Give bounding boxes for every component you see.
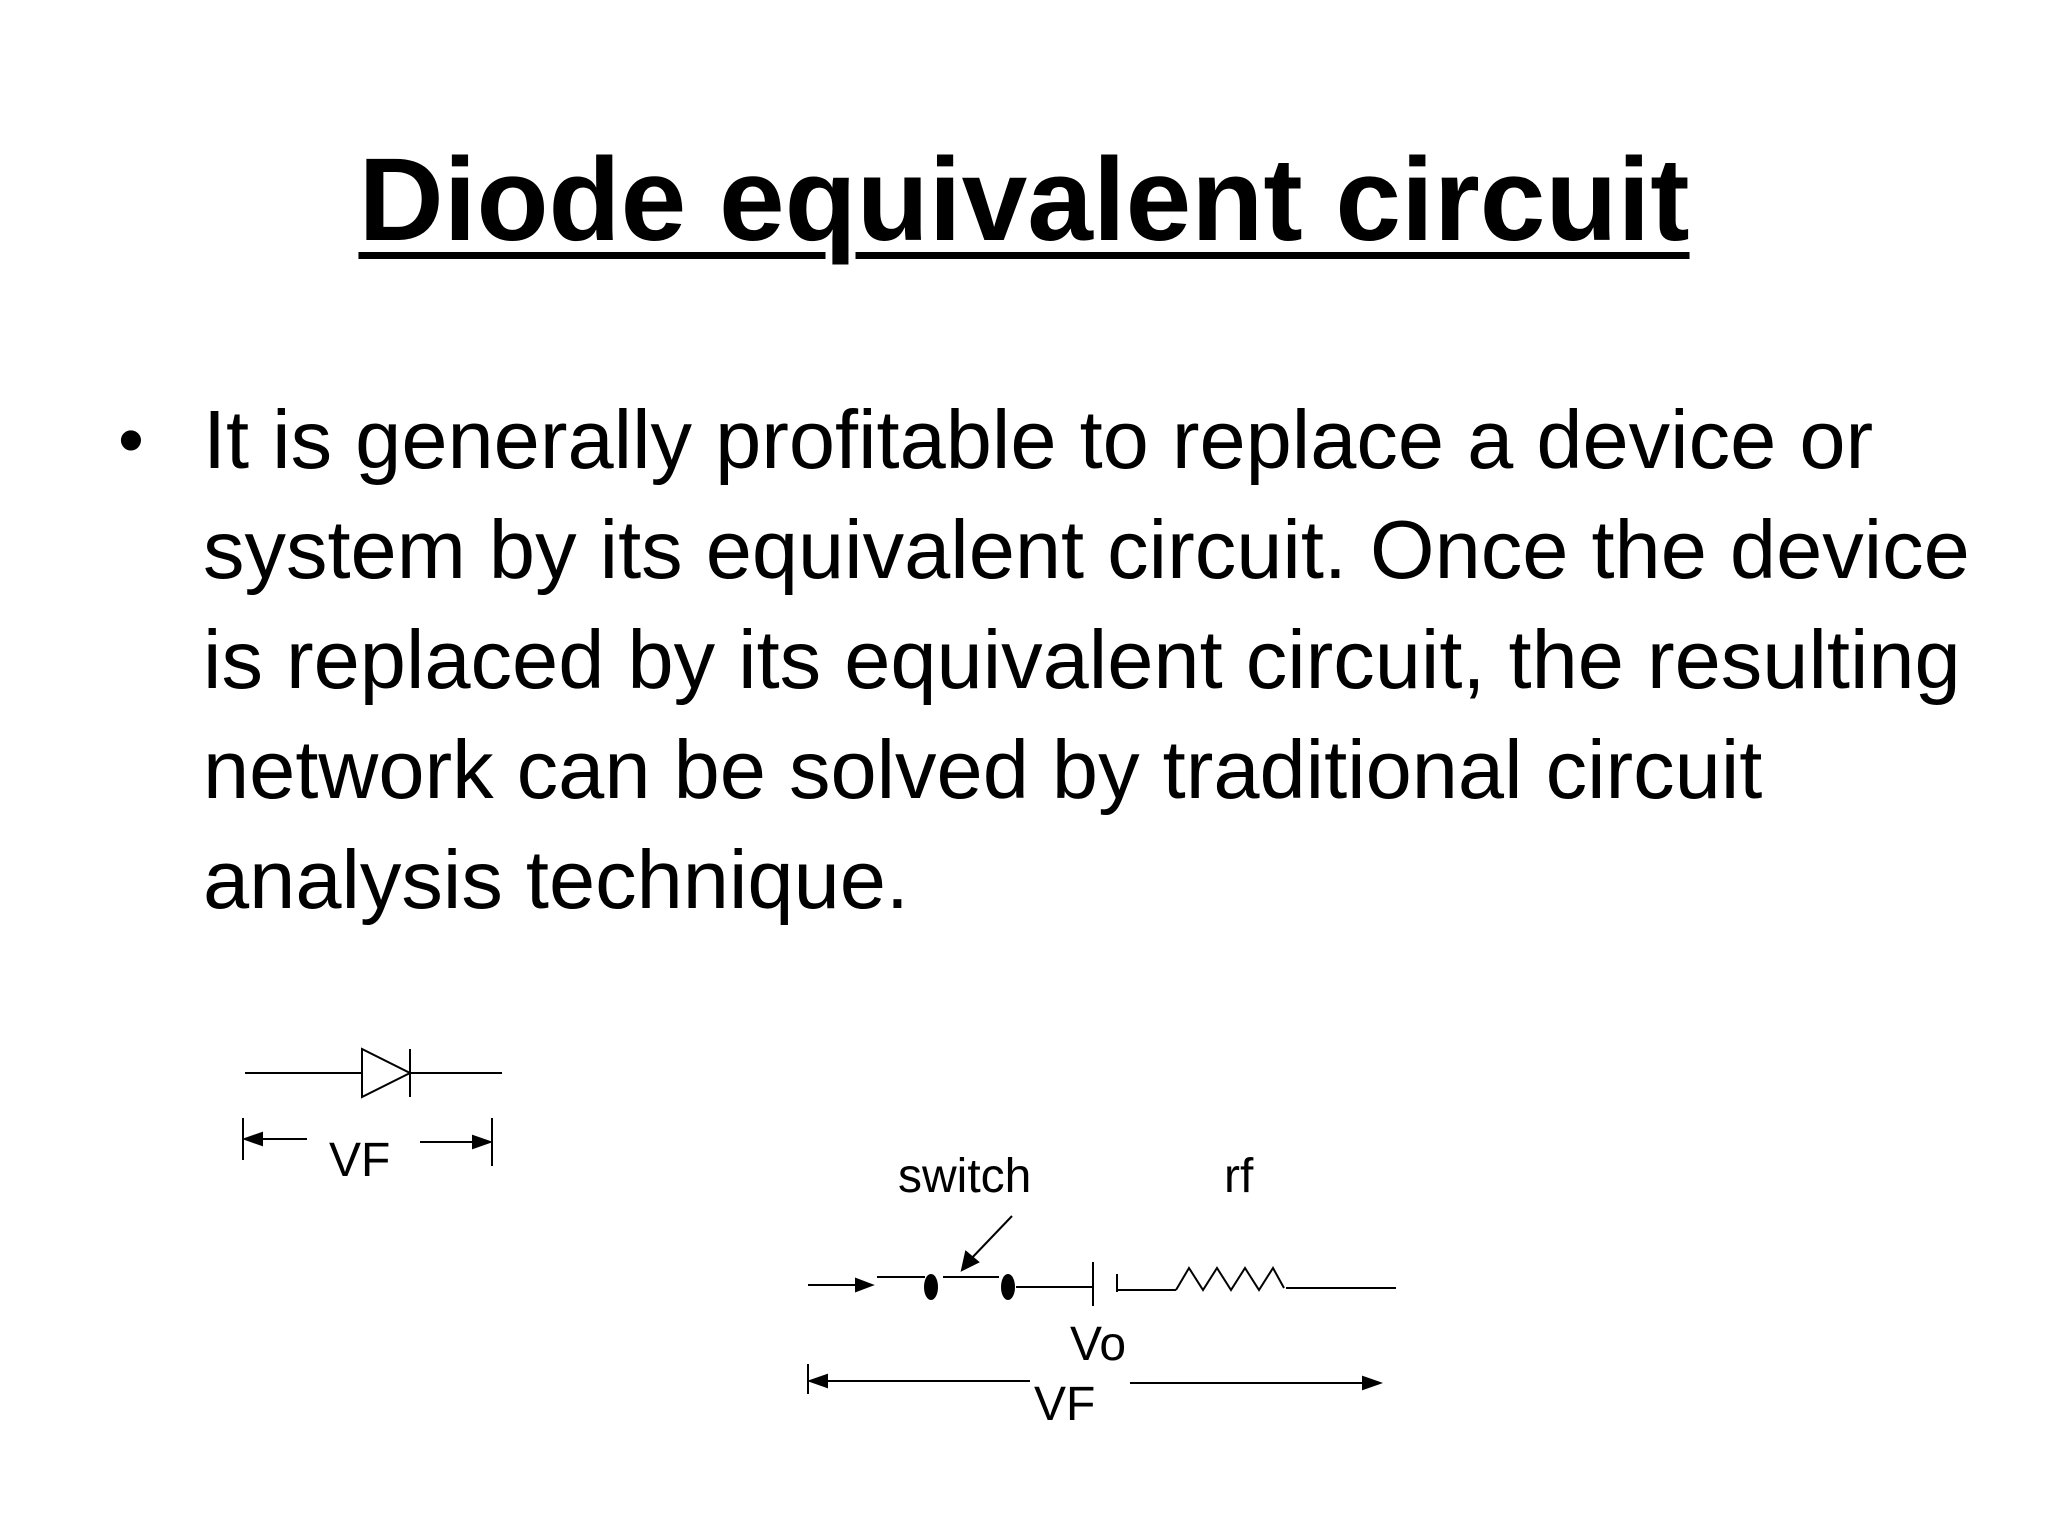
diode-triangle-icon [361, 1047, 413, 1099]
slide-title: Diode equivalent circuit [358, 134, 1690, 266]
switch-contact-right [1001, 1274, 1015, 1300]
diode-vf-dimension [241, 1118, 494, 1166]
switch-pointer [960, 1215, 1013, 1272]
bullet-item: • It is generally profitable to replace … [118, 385, 1988, 935]
arrow-left-icon [241, 1131, 263, 1147]
bullet-text: It is generally profitable to replace a … [203, 393, 1970, 926]
span-vf-label: VF [1034, 1378, 1095, 1431]
bullet-list: • It is generally profitable to replace … [118, 385, 1988, 935]
pointer-arrow-icon [960, 1250, 980, 1272]
span-arrow-right-icon [1362, 1375, 1384, 1391]
switch-label: switch [898, 1150, 1031, 1203]
span-arrow-left-icon [806, 1373, 828, 1389]
switch-pointer-line [967, 1215, 1013, 1263]
resistor-label: rf [1224, 1150, 1254, 1203]
arrow-right-icon [472, 1134, 494, 1150]
equivalent-circuit-wires [808, 1262, 1396, 1306]
bullet-dot-icon: • [118, 398, 144, 481]
input-arrow-icon [855, 1277, 875, 1293]
equivalent-vf-dimension [806, 1364, 1384, 1394]
switch-contact-left [924, 1274, 938, 1300]
resistor-zigzag-icon [1175, 1266, 1285, 1292]
diode-symbol [245, 1047, 502, 1099]
source-label: Vo [1070, 1318, 1126, 1371]
diode-vf-label: VF [329, 1134, 390, 1187]
